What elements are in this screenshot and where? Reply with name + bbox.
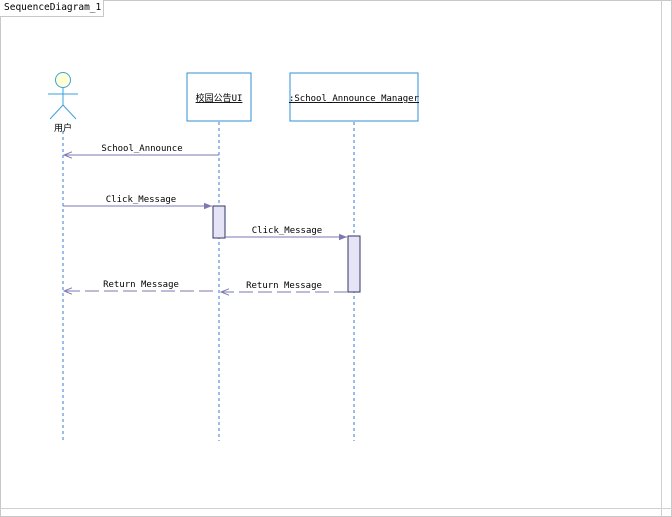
object-manager-label: :School_Announce_Manager — [289, 94, 420, 104]
object-manager-box — [289, 72, 419, 122]
message-click-to-manager[interactable]: Click_Message — [225, 226, 347, 241]
actor-label: 用户 — [54, 122, 72, 134]
object-ui-box — [186, 72, 252, 122]
manager-activation-bar[interactable] — [347, 235, 361, 293]
ui-activation-bar[interactable] — [212, 205, 226, 239]
object-ui[interactable]: 校园公告UI — [186, 72, 252, 122]
message-school-announce-label: School_Announce — [101, 144, 182, 154]
canvas-right-border — [661, 0, 662, 517]
message-click-to-ui-label: Click_Message — [106, 195, 176, 205]
message-school-announce[interactable]: School_Announce — [64, 144, 219, 155]
object-manager[interactable]: :School_Announce_Manager — [289, 72, 420, 122]
actor-head-icon — [55, 72, 71, 88]
actor-right-leg — [62, 104, 77, 120]
canvas-bottom-border — [0, 508, 672, 509]
actor-user[interactable]: 用户 — [48, 72, 78, 135]
diagram-title-tab[interactable]: SequenceDiagram_1 — [0, 0, 105, 17]
actor-left-leg — [49, 104, 64, 120]
message-click-to-ui[interactable]: Click_Message — [63, 195, 212, 210]
message-click-to-manager-label: Click_Message — [252, 226, 322, 236]
object-ui-label: 校园公告UI — [196, 92, 243, 104]
message-return-to-ui-label: Return Message — [246, 281, 322, 291]
message-return-to-user-label: Return Message — [103, 280, 179, 290]
message-return-to-ui[interactable]: Return Message — [221, 281, 348, 292]
message-return-to-user[interactable]: Return Message — [64, 280, 213, 291]
